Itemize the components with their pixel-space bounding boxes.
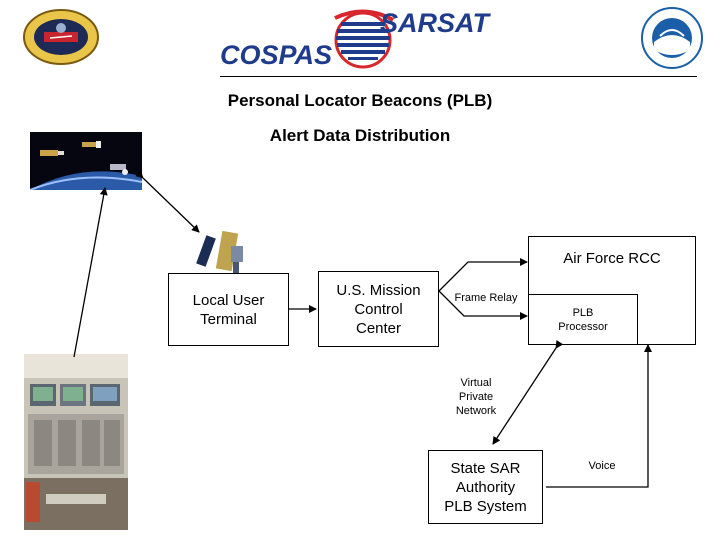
mission-control-center-box: U.S. Mission Control Center xyxy=(318,271,439,347)
sarsat-wordmark: SARSAT xyxy=(380,8,490,38)
header-divider xyxy=(220,76,697,77)
frame-relay-to-plb-arrow xyxy=(438,290,528,320)
cospas-sarsat-logo: COSPAS SARSAT xyxy=(215,8,515,72)
voice-arrow xyxy=(546,344,652,488)
cospas-wordmark: COSPAS xyxy=(220,40,333,70)
frame-relay-to-rcc-arrow xyxy=(438,258,528,292)
vpn-arrow xyxy=(492,339,564,445)
voice-label: Voice xyxy=(588,460,616,472)
downlink-arrow xyxy=(135,170,200,233)
local-user-terminal-box: Local User Terminal xyxy=(168,273,289,346)
frame-relay-label: Frame Relay xyxy=(454,292,518,304)
plb-processor-box: PLB Processor xyxy=(528,294,638,345)
leo-satellite-image xyxy=(195,218,250,280)
diagram-title: Personal Locator Beacons (PLB) xyxy=(227,91,493,110)
noaa-logo xyxy=(640,6,704,70)
satellites-in-orbit-image xyxy=(29,132,143,191)
diagram-subtitle: Alert Data Distribution xyxy=(269,126,451,145)
mission-control-room-image xyxy=(24,354,128,530)
air-force-rcc-label: Air Force RCC xyxy=(563,250,661,267)
uplink-arrow xyxy=(73,187,108,358)
cospas-sarsat-seal-logo xyxy=(22,8,100,66)
vpn-label: Virtual Private Network xyxy=(455,377,497,417)
state-sar-authority-box: State SAR Authority PLB System xyxy=(428,450,543,524)
